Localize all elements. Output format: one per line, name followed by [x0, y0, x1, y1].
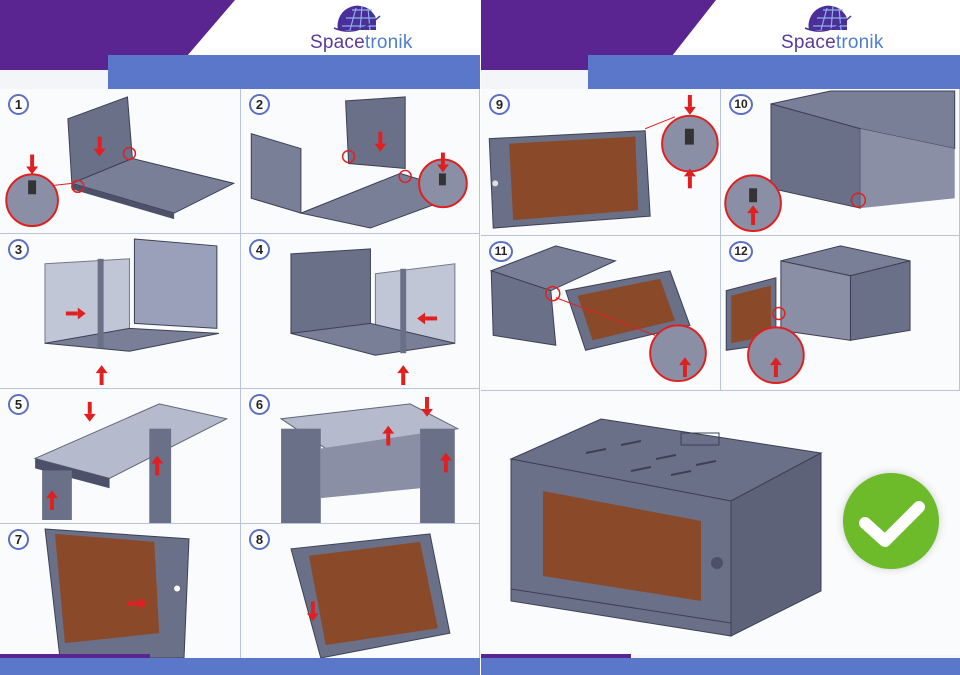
step-number: 5	[8, 394, 29, 415]
step-1-panel: 1	[0, 89, 241, 234]
step-number: 3	[8, 239, 29, 260]
globe-icon	[333, 5, 381, 32]
step-number: 12	[729, 241, 753, 262]
step-10-panel: 10	[721, 89, 960, 236]
spacetronik-logo: Spacetronik	[781, 4, 901, 56]
brand-part-2: tronik	[835, 32, 884, 53]
step-5-panel: 5	[0, 389, 241, 524]
step-6-panel: 6	[241, 389, 480, 524]
footer-bar	[481, 658, 960, 675]
step-2-panel: 2	[241, 89, 480, 234]
brand-part-1: Space	[781, 32, 836, 53]
step-number: 7	[8, 529, 29, 550]
brand-name: Spacetronik	[310, 32, 413, 54]
step-8-panel: 8	[241, 524, 480, 659]
step-7-panel: 7	[0, 524, 241, 659]
step-12-panel: 12	[721, 236, 960, 391]
instruction-page-left: Spacetronik 1 2	[0, 0, 480, 675]
step-number: 10	[729, 94, 753, 115]
header-triangle	[481, 0, 716, 70]
final-result-panel	[481, 391, 960, 655]
step-number: 8	[249, 529, 270, 550]
globe-icon	[804, 5, 852, 32]
footer-accent	[0, 654, 150, 658]
step-number: 11	[489, 241, 513, 262]
step-number: 4	[249, 239, 270, 260]
step-number: 9	[489, 94, 510, 115]
step-number: 6	[249, 394, 270, 415]
footer-bar	[0, 658, 480, 675]
brand-part-2: tronik	[364, 32, 413, 53]
header-triangle	[0, 0, 235, 70]
footer-accent	[481, 654, 631, 658]
header-bar	[588, 55, 960, 89]
step-9-panel: 9	[481, 89, 721, 236]
check-icon	[843, 473, 939, 569]
step-number: 1	[8, 94, 29, 115]
step-3-panel: 3	[0, 234, 241, 389]
step-4-panel: 4	[241, 234, 480, 389]
header-bar	[108, 55, 480, 89]
brand-part-1: Space	[310, 32, 365, 53]
instruction-page-right: Spacetronik 9 10 11	[481, 0, 960, 675]
brand-name: Spacetronik	[781, 32, 884, 54]
step-number: 2	[249, 94, 270, 115]
step-11-panel: 11	[481, 236, 721, 391]
spacetronik-logo: Spacetronik	[310, 4, 430, 56]
